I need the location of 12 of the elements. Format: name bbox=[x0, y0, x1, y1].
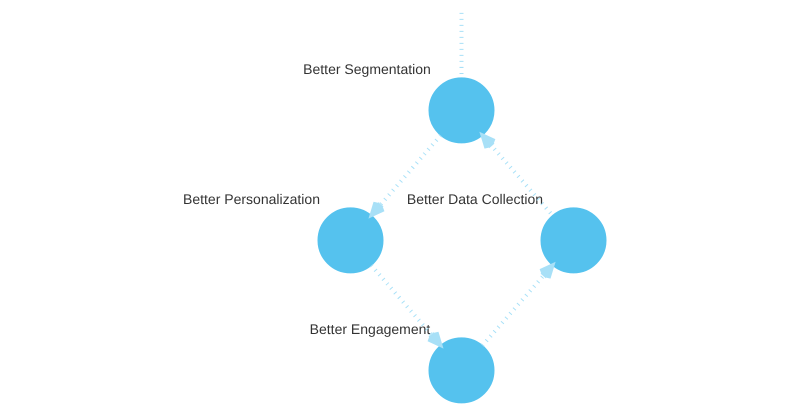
arrow bbox=[480, 263, 554, 347]
node-label: Better Personalization bbox=[182, 191, 320, 208]
node-circle bbox=[540, 207, 606, 274]
arrow bbox=[369, 134, 442, 217]
node-circle bbox=[428, 77, 494, 144]
node-label: Better Engagement bbox=[309, 321, 430, 338]
arrow bbox=[480, 133, 554, 217]
arrow bbox=[369, 264, 442, 347]
node-label: Better Data Collection bbox=[406, 191, 543, 208]
node-circle bbox=[317, 207, 383, 274]
node-circle bbox=[428, 337, 494, 404]
node-label: Better Segmentation bbox=[302, 61, 430, 78]
